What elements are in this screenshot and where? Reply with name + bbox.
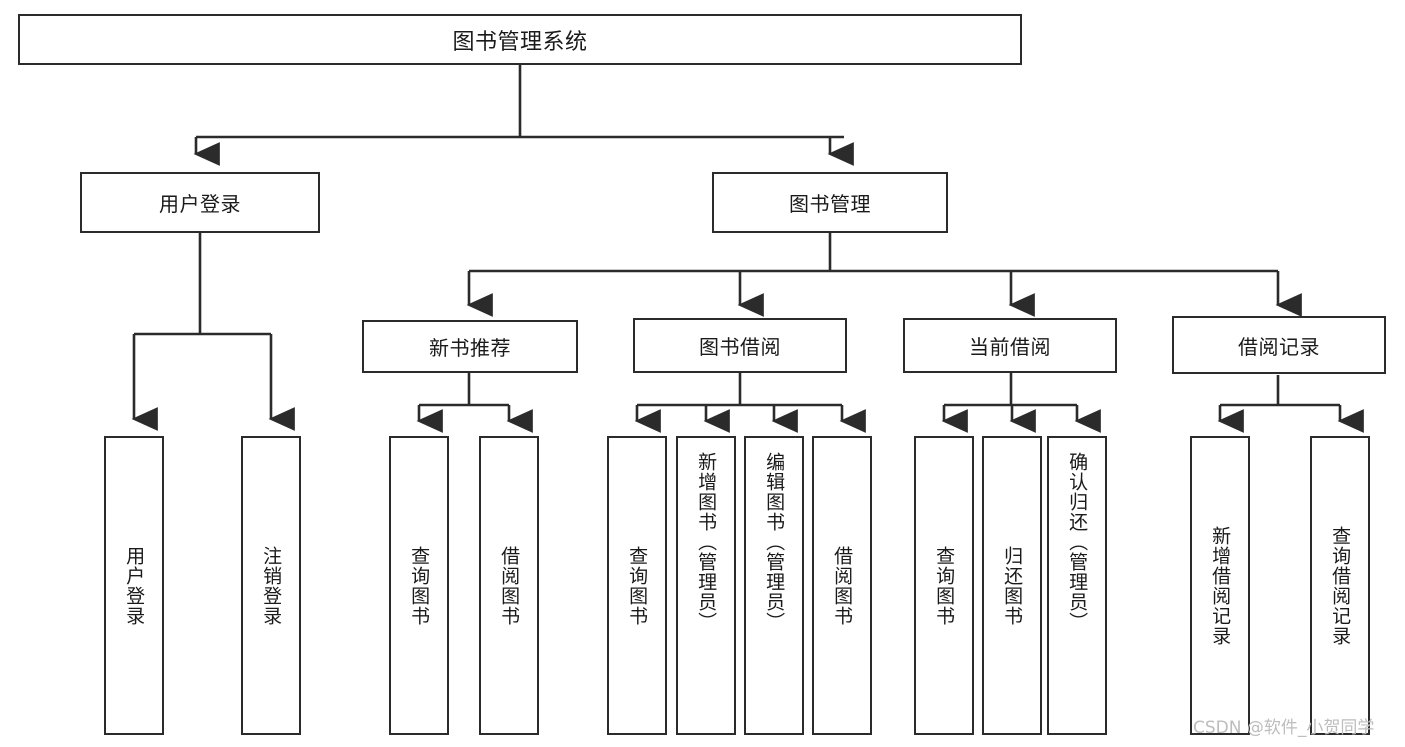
node-label: 确认归还（管理员） — [1066, 452, 1089, 632]
leaf-borrow-record-query[interactable]: 查询借阅记录 — [1310, 436, 1370, 735]
leaf-current-borrow-confirm-return[interactable]: 确认归还（管理员） — [1047, 436, 1107, 735]
leaf-new-book-borrow[interactable]: 借阅图书 — [479, 436, 539, 735]
node-label: 新增图书（管理员） — [695, 452, 718, 632]
node-label: 注销登录 — [260, 545, 283, 626]
leaf-user-login-signout[interactable]: 注销登录 — [241, 436, 301, 735]
leaf-book-borrow-add[interactable]: 新增图书（管理员） — [676, 436, 736, 735]
node-label: 查询图书 — [933, 545, 956, 626]
node-label: 借阅图书 — [498, 545, 521, 626]
node-root-library-system[interactable]: 图书管理系统 — [18, 14, 1022, 65]
node-label: 用户登录 — [123, 545, 146, 626]
node-label: 图书管理系统 — [452, 29, 588, 55]
leaf-book-borrow-edit[interactable]: 编辑图书（管理员） — [744, 436, 804, 735]
leaf-new-book-query[interactable]: 查询图书 — [389, 436, 449, 735]
node-label: 查询图书 — [408, 545, 431, 626]
node-label: 新增借阅记录 — [1209, 525, 1232, 646]
leaf-current-borrow-query[interactable]: 查询图书 — [914, 436, 974, 735]
node-label: 编辑图书（管理员） — [763, 452, 786, 632]
node-label: 当前借阅 — [969, 335, 1051, 359]
node-label: 图书借阅 — [699, 335, 781, 359]
node-label: 查询图书 — [626, 545, 649, 626]
node-borrow-record[interactable]: 借阅记录 — [1172, 316, 1386, 374]
node-new-book-recommend[interactable]: 新书推荐 — [362, 320, 578, 373]
leaf-current-borrow-return[interactable]: 归还图书 — [982, 436, 1042, 735]
node-book-borrow[interactable]: 图书借阅 — [633, 318, 847, 373]
node-label: 图书管理 — [789, 192, 871, 216]
node-label: 归还图书 — [1001, 545, 1024, 626]
leaf-book-borrow-lend[interactable]: 借阅图书 — [812, 436, 872, 735]
node-label: 新书推荐 — [429, 336, 511, 360]
node-label: 借阅记录 — [1238, 334, 1320, 359]
node-user-login[interactable]: 用户登录 — [80, 172, 320, 233]
node-book-management[interactable]: 图书管理 — [712, 172, 948, 233]
node-current-borrow[interactable]: 当前借阅 — [903, 318, 1117, 373]
node-label: 查询借阅记录 — [1329, 525, 1352, 646]
csdn-watermark: CSDN @软件_小贺同学 — [1193, 718, 1375, 738]
leaf-borrow-record-add[interactable]: 新增借阅记录 — [1190, 436, 1250, 735]
leaf-book-borrow-query[interactable]: 查询图书 — [607, 436, 667, 735]
node-label: 用户登录 — [159, 192, 241, 216]
leaf-user-login-signin[interactable]: 用户登录 — [104, 436, 164, 735]
node-label: 借阅图书 — [831, 545, 854, 626]
